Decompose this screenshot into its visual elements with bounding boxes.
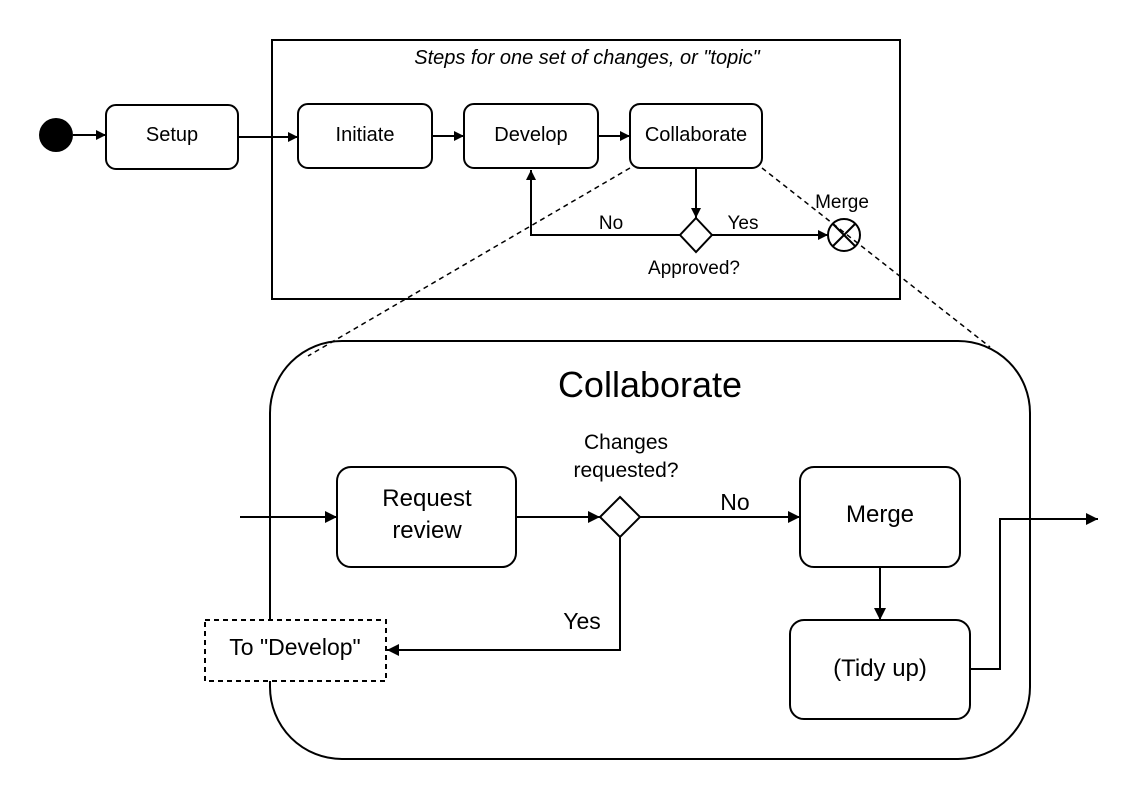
topic-overview: Steps for one set of changes, or "topic"… xyxy=(39,39,901,300)
collaborate-label: Collaborate xyxy=(645,124,747,146)
initiate-label: Initiate xyxy=(336,124,395,146)
approved-yes-label: Yes xyxy=(728,213,759,234)
start-node xyxy=(39,118,73,152)
edge-yes-to-develop xyxy=(387,537,621,656)
collaborate-detail-frame xyxy=(269,340,1031,760)
topic-frame-title: Steps for one set of changes, or "topic" xyxy=(414,47,760,69)
changes-requested-label-line1: Changes xyxy=(584,431,668,454)
approved-decision xyxy=(678,216,714,254)
merge-end-label: Merge xyxy=(815,192,869,213)
approved-no-label: No xyxy=(599,213,623,234)
changes-no-label: No xyxy=(720,489,749,515)
setup-label: Setup xyxy=(146,124,198,146)
collaborate-detail: Collaborate Request review Changes reque… xyxy=(204,340,1098,760)
collaborate-detail-title: Collaborate xyxy=(558,364,742,405)
approved-label: Approved? xyxy=(648,258,740,279)
to-develop-node xyxy=(204,619,387,682)
changes-requested-label-line2: requested? xyxy=(573,459,678,482)
edge-outgoing xyxy=(970,513,1098,670)
edge-no-to-develop xyxy=(526,170,680,236)
zoom-connector-left xyxy=(307,167,631,357)
to-develop-label: To "Develop" xyxy=(229,634,360,660)
topic-frame xyxy=(271,39,901,300)
request-review-label-line2: review xyxy=(392,517,462,544)
request-review-label-line1: Request xyxy=(382,485,472,512)
changes-requested-decision xyxy=(598,495,642,539)
zoom-connector-right xyxy=(761,167,991,348)
changes-yes-label: Yes xyxy=(563,608,601,634)
tidy-up-label: (Tidy up) xyxy=(833,655,927,682)
develop-label: Develop xyxy=(494,124,567,146)
merge-node-label: Merge xyxy=(846,501,914,528)
